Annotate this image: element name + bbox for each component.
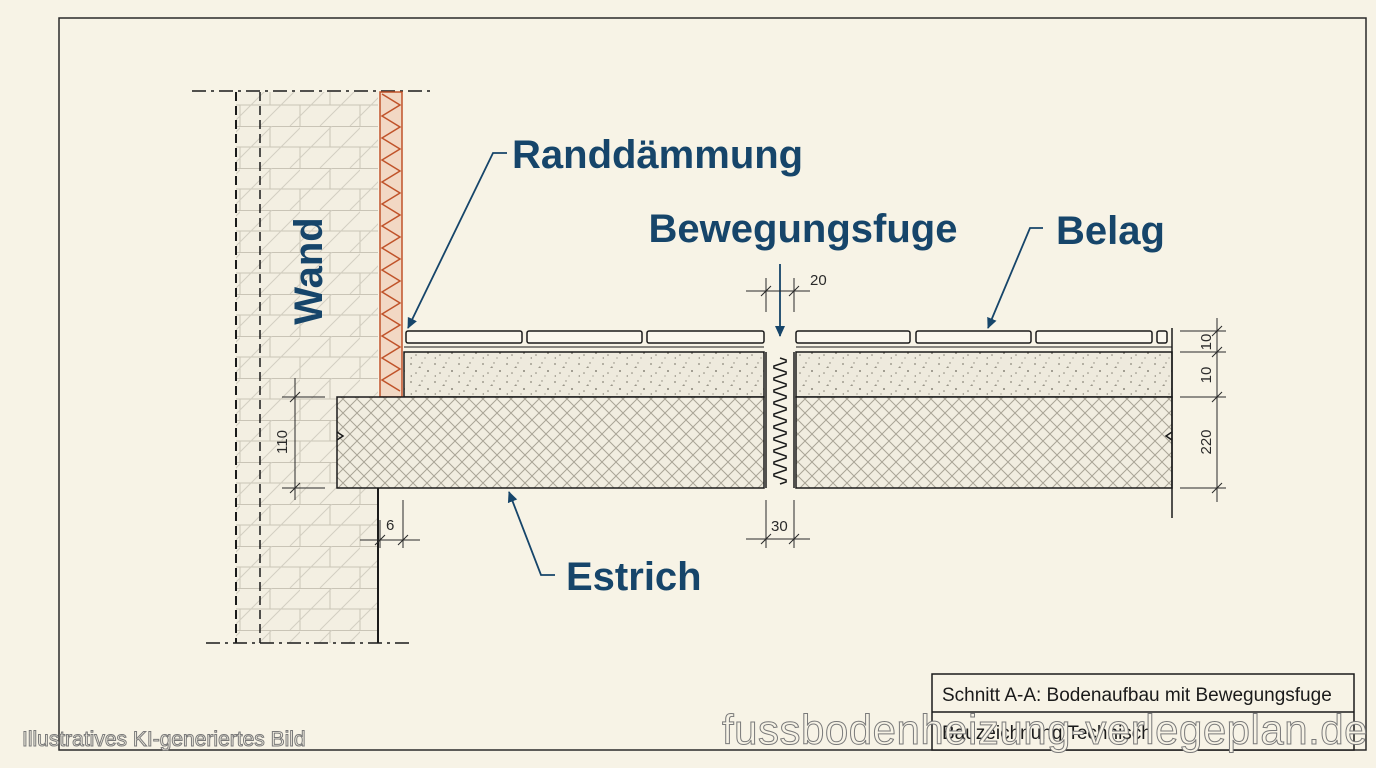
watermark-right: fussbodenheizung-verlegeplan.de (722, 706, 1368, 754)
edge-insulation-strip (379, 91, 403, 398)
title-block-line1: Schnitt A-A: Bodenaufbau mit Bewegungsfu… (942, 685, 1332, 706)
dimension-lines (282, 278, 1226, 548)
movement-joint (765, 352, 795, 488)
label-screed: Estrich (566, 555, 702, 599)
title-block: Schnitt A-A: Bodenaufbau mit Bewegungsfu… (931, 673, 1355, 751)
dim-right-bottom: 220 (1198, 429, 1215, 454)
floor-tiles (405, 330, 1168, 344)
dim-joint-top: 20 (810, 272, 827, 289)
title-block-line2: Bauzeichnung Technisch (942, 723, 1152, 744)
label-covering: Belag (1056, 209, 1165, 253)
leader-lines (407, 152, 1043, 576)
dimension-texts: 20 30 110 6 10 10 220 (274, 272, 1215, 535)
label-wall: Wand (287, 217, 331, 324)
dim-right-top: 10 (1198, 334, 1215, 351)
dim-joint-bottom: 30 (771, 518, 788, 535)
dim-left-height: 110 (274, 430, 291, 454)
label-edge-insulation: Randdämmung (512, 133, 803, 177)
floor-layers (336, 328, 1173, 518)
watermark-left: Illustratives KI-generiertes Bild (22, 728, 307, 752)
label-movement-joint: Bewegungsfuge (649, 207, 958, 251)
drawing-frame (58, 17, 1367, 751)
dim-right-middle: 10 (1198, 367, 1215, 384)
dim-left-offset: 6 (386, 517, 394, 534)
